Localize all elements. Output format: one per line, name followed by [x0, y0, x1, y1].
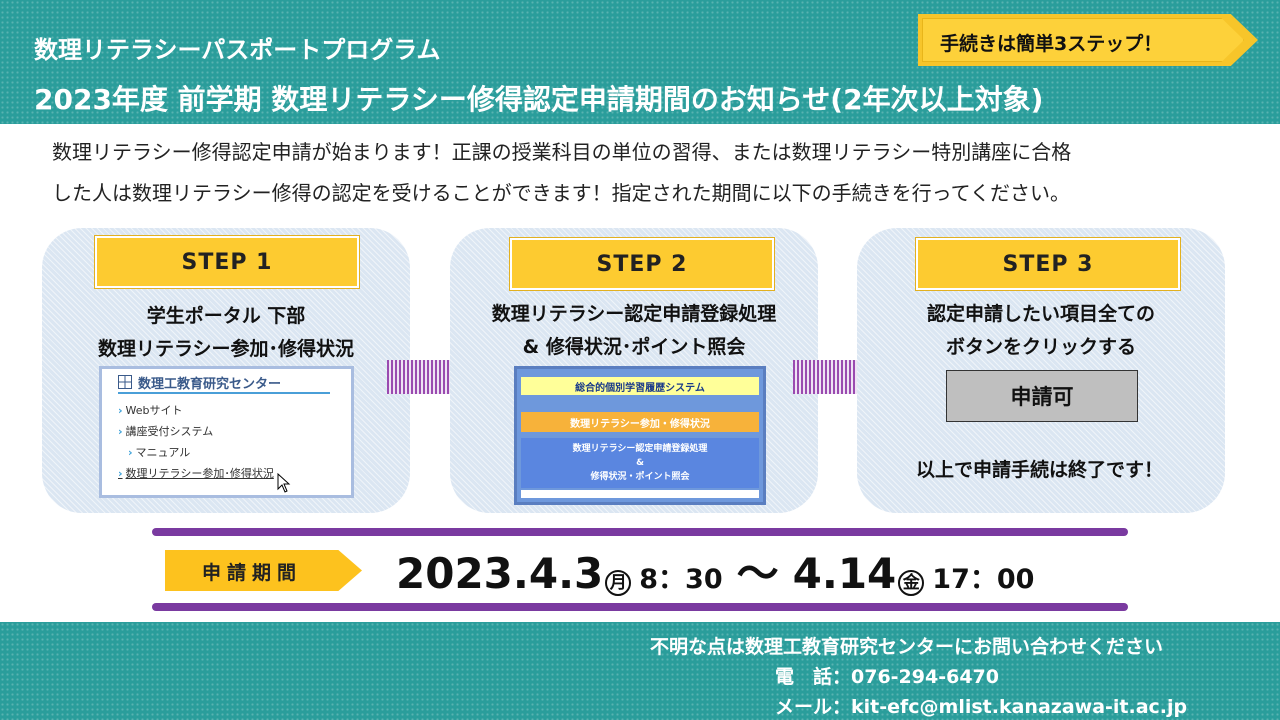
- intro-line-2: した人は数理リテラシー修得の認定を受けることができます！指定された期間に以下の手…: [52, 181, 1070, 205]
- step-1-label: STEP 1: [95, 236, 359, 288]
- history-system-title: 総合的個別学習履歴システム: [521, 377, 759, 395]
- portal-link-manual[interactable]: ›マニュアル: [128, 446, 191, 459]
- footer-banner: [0, 622, 1280, 720]
- footer-email[interactable]: メール：kit-efc@mlist.kanazawa-it.ac.jp: [775, 696, 1188, 718]
- apply-button[interactable]: 申請可: [946, 370, 1138, 422]
- history-system-footer: [521, 490, 759, 498]
- steps-badge-inner: [922, 18, 1244, 62]
- end-weekday: 金: [898, 570, 925, 596]
- portal-link-website[interactable]: ›Webサイト: [118, 404, 183, 417]
- step-3-description: 認定申請したい項目全ての ボタンをクリックする: [857, 298, 1225, 364]
- intro-line-1: 数理リテラシー修得認定申請が始まります！正課の授業科目の単位の習得、または数理リ…: [52, 140, 1072, 164]
- period-badge: [165, 550, 362, 591]
- step-3-complete-text: 以上で申請手続は終了です！: [916, 459, 1164, 481]
- portal-divider: [118, 392, 330, 394]
- end-date: 4.14: [792, 549, 897, 598]
- portal-link-literacy-status[interactable]: ›数理リテラシー参加･修得状況: [118, 467, 274, 480]
- history-system-status-link[interactable]: 数理リテラシー参加・修得状況: [521, 412, 759, 432]
- footer-contact-text: 不明な点は数理工教育研究センターにお問い合わせください: [650, 636, 1164, 658]
- period-bottom-divider: [152, 603, 1128, 611]
- step-3-desc-line-2: ボタンをクリックする: [945, 336, 1136, 358]
- apply-link-line-1: 数理リテラシー認定申請登録処理: [572, 444, 708, 454]
- end-time: 17：00: [932, 564, 1035, 595]
- start-date: 2023.4.3: [396, 549, 604, 598]
- step-1-desc-line-2: 数理リテラシー参加･修得状況: [97, 338, 355, 360]
- step-2-label: STEP 2: [510, 238, 774, 290]
- chevron-right-icon: ›: [118, 467, 123, 480]
- steps-badge-label: 手続きは簡単3ステップ！: [940, 33, 1163, 55]
- step-3-desc-line-1: 認定申請したい項目全ての: [926, 303, 1155, 325]
- grid-icon: [118, 374, 132, 389]
- portal-header: 数理工教育研究センター: [138, 377, 282, 392]
- history-system-apply-link[interactable]: 数理リテラシー認定申請登録処理 & 修得状況・ポイント照会: [521, 438, 759, 488]
- page-title: 2023年度 前学期 数理リテラシー修得認定申請期間のお知らせ(2年次以上対象): [34, 83, 1044, 116]
- program-subtitle: 数理リテラシーパスポートプログラム: [34, 36, 441, 64]
- portal-link-course-system[interactable]: ›講座受付システム: [118, 425, 214, 438]
- start-time: 8：30: [639, 564, 723, 595]
- chevron-right-icon: ›: [128, 446, 133, 459]
- chevron-right-icon: ›: [118, 425, 123, 438]
- step-2-desc-line-1: 数理リテラシー認定申請登録処理: [491, 303, 777, 325]
- apply-link-line-2: &: [636, 458, 644, 468]
- application-period: 2023.4.3 月 8：30 〜 4.14 金 17：00: [396, 540, 1034, 600]
- period-top-divider: [152, 528, 1128, 536]
- step-3-label: STEP 3: [916, 238, 1180, 290]
- portal-screenshot: [99, 366, 354, 498]
- step-2-desc-line-2: & 修得状況･ポイント照会: [522, 336, 746, 358]
- chevron-right-icon: ›: [118, 404, 123, 417]
- mouse-cursor-icon: [277, 473, 291, 493]
- period-label: 申請期間: [202, 562, 303, 584]
- intro-text: 数理リテラシー修得認定申請が始まります！正課の授業科目の単位の習得、または数理リ…: [52, 132, 1232, 214]
- step-1-description: 学生ポータル 下部 数理リテラシー参加･修得状況: [42, 300, 410, 366]
- footer-phone: 電 話：076-294-6470: [775, 666, 999, 688]
- start-weekday: 月: [605, 570, 632, 596]
- apply-link-line-3: 修得状況・ポイント照会: [590, 472, 690, 482]
- step-1-desc-line-1: 学生ポータル 下部: [146, 305, 306, 327]
- period-tilde: 〜: [736, 549, 779, 598]
- step-2-description: 数理リテラシー認定申請登録処理 & 修得状況･ポイント照会: [450, 298, 818, 364]
